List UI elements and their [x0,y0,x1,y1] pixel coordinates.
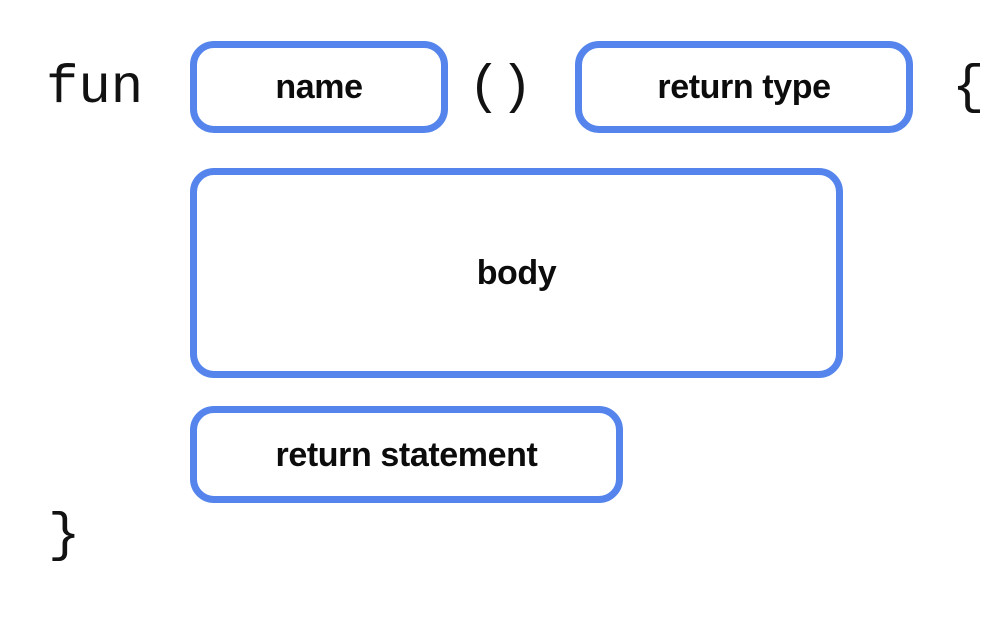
slot-name[interactable]: name [190,41,448,133]
slot-body[interactable]: body [190,168,843,378]
slot-return-type-label: return type [657,68,831,106]
slot-name-label: name [275,68,363,106]
open-brace-token: { [952,58,985,119]
slot-body-label: body [476,254,557,292]
slot-return-statement[interactable]: return statement [190,406,623,503]
slot-return-type[interactable]: return type [575,41,913,133]
close-brace-token: } [48,506,81,567]
keyword-fun-token: fun [46,58,144,119]
slot-return-statement-label: return statement [275,435,538,474]
